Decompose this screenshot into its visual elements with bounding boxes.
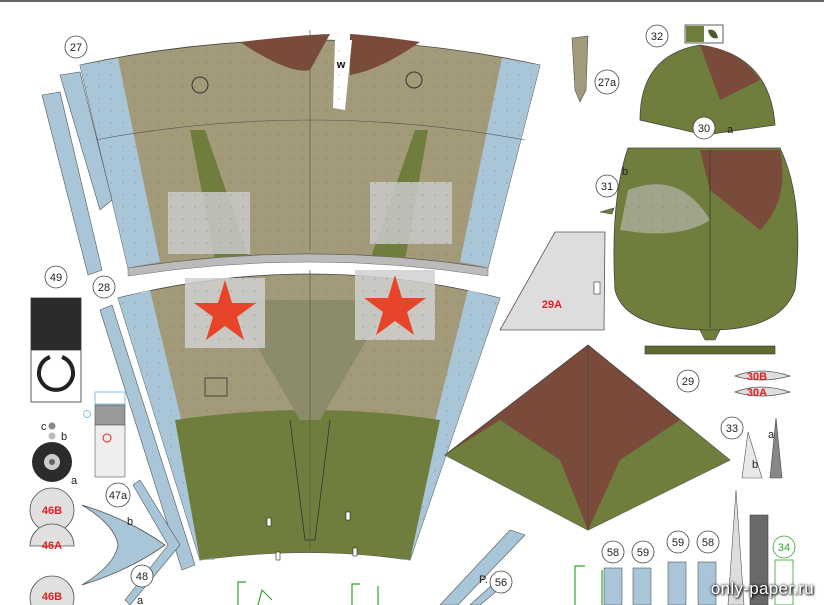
label-31-b: b	[622, 166, 628, 178]
label-33: 33	[726, 423, 738, 435]
label-30a: 30A	[747, 387, 767, 399]
part-47a	[83, 391, 126, 478]
part-48-bracket	[81, 479, 181, 605]
label-w-mark: w	[336, 59, 346, 71]
label-46a: 46A	[42, 540, 62, 552]
part-green-outlines	[237, 565, 603, 605]
part-49	[30, 297, 82, 403]
label-30-a: a	[727, 124, 734, 136]
part-29a-fin	[499, 231, 606, 331]
part-30-cockpit-top	[639, 44, 776, 136]
part-27-wing-upper	[79, 30, 541, 277]
label-27a: 27a	[598, 77, 617, 89]
part-33	[741, 417, 783, 479]
part-31	[599, 207, 615, 215]
label-48-b: b	[127, 516, 133, 528]
label-58-2: 58	[702, 537, 714, 549]
part-29-tailplane	[444, 344, 731, 531]
label-59-1: 59	[637, 547, 649, 559]
label-48: 48	[136, 571, 148, 583]
part-46a-disc	[29, 523, 75, 547]
label-48-a: a	[137, 595, 144, 605]
label-34: 34	[778, 542, 790, 554]
label-49: 49	[50, 272, 62, 284]
part-56	[439, 529, 526, 605]
part-32	[684, 24, 724, 44]
label-31: 31	[601, 181, 613, 193]
label-33-a: a	[768, 429, 775, 441]
label-29a: 29A	[542, 299, 562, 311]
label-46b-bottom: 46B	[42, 591, 62, 603]
part-46b-disc-lower	[29, 575, 75, 605]
label-30: 30	[698, 123, 710, 135]
part-30-strip	[644, 345, 776, 355]
part-58-59-strips	[603, 561, 717, 605]
label-46-c: c	[41, 421, 47, 433]
label-47a: 47a	[109, 490, 128, 502]
label-30b: 30B	[747, 371, 767, 383]
part-28-side-strip	[99, 304, 196, 571]
label-29: 29	[682, 376, 694, 388]
part-27-side-strip	[41, 71, 113, 276]
label-46-b: b	[61, 431, 67, 443]
label-56: 56	[495, 577, 507, 589]
part-30b	[733, 370, 792, 381]
watermark: only-paper.ru	[710, 579, 814, 598]
label-33-b: b	[752, 459, 758, 471]
label-27: 27	[70, 42, 82, 54]
label-58-1: 58	[607, 547, 619, 559]
label-46-a: a	[71, 475, 78, 487]
part-spires	[727, 489, 794, 605]
label-46b-top: 46B	[42, 505, 62, 517]
label-32: 32	[651, 31, 663, 43]
part-30-fuselage-panel	[613, 147, 799, 341]
label-28: 28	[98, 282, 110, 294]
part-46-wheel	[32, 422, 72, 482]
part-27a	[571, 35, 589, 103]
part-28-wing-lower	[117, 270, 501, 561]
label-56-prefix: P.	[479, 574, 488, 586]
part-30a	[733, 386, 792, 397]
label-59-2: 59	[672, 537, 684, 549]
